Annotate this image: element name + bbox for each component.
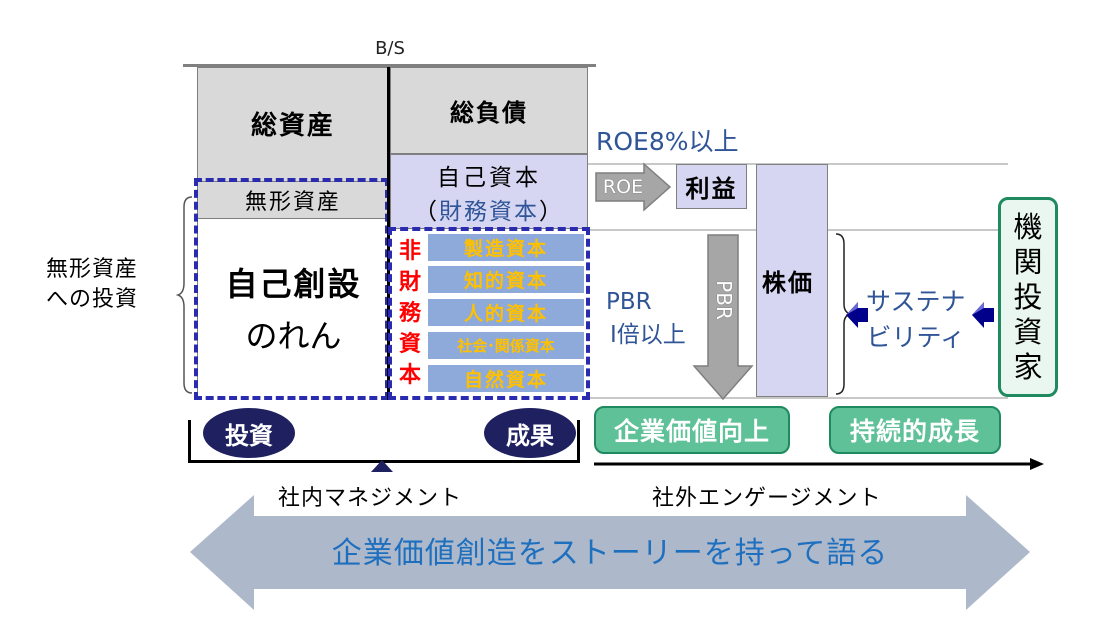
capital-manufactured: 製造資本 xyxy=(428,234,584,261)
capital-social-relationship: 社会･関係資本 xyxy=(428,332,584,359)
result-oval: 成果 xyxy=(484,408,576,458)
sustainability-line2: ビリティ xyxy=(866,323,966,352)
nf-char-1: 非 xyxy=(398,238,421,264)
investor-char-2: 関 xyxy=(1013,244,1043,279)
corporate-value-up-badge: 企業価値向上 xyxy=(594,406,790,454)
capital-human: 人的資本 xyxy=(428,299,584,326)
roe-target: ROE8%以上 xyxy=(596,127,739,156)
investor-char-5: 家 xyxy=(1013,349,1043,384)
non-financial-dashed-frame xyxy=(388,227,590,400)
intangible-investment-line2: への投資 xyxy=(46,287,139,312)
paren-close: ） xyxy=(539,198,564,225)
non-financial-label: 非 財 務 資 本 xyxy=(394,233,426,393)
investor-char-4: 資 xyxy=(1013,314,1043,349)
sustainability-arrow-left-icon xyxy=(846,302,868,328)
investor-char-3: 投 xyxy=(1013,279,1043,314)
intangible-dashed-frame xyxy=(194,178,389,400)
guide-line-lower xyxy=(588,397,1008,399)
capital-natural: 自然資本 xyxy=(428,365,584,392)
roe-arrow-label: ROE xyxy=(602,176,644,198)
total-liabilities-box: 総負債 xyxy=(390,67,588,154)
profit-label: 利益 xyxy=(685,175,738,203)
bs-title: B/S xyxy=(375,38,405,59)
pbr-target-line2: I倍以上 xyxy=(610,322,686,348)
story-banner-text: 企業価値創造をストーリーを持って語る xyxy=(331,536,889,571)
nf-char-5: 本 xyxy=(398,362,421,388)
total-liabilities-label: 総負債 xyxy=(450,99,528,127)
intangible-investment-line1: 無形資産 xyxy=(46,257,139,282)
profit-box: 利益 xyxy=(676,164,747,209)
nf-char-3: 務 xyxy=(398,300,421,326)
nf-char-4: 資 xyxy=(398,331,421,357)
financial-capital-label: 財務資本 xyxy=(439,198,539,225)
sustainability-line1: サステナ xyxy=(866,287,966,316)
engagement-arrow-icon xyxy=(594,458,1044,470)
nf-char-2: 財 xyxy=(398,269,421,295)
sustainability-label: サステナ ビリティ xyxy=(866,284,966,356)
self-created-goodwill-box: 自己創設 のれん xyxy=(197,219,389,397)
story-double-arrow xyxy=(190,495,1030,610)
pbr-arrow-label: PBR xyxy=(712,280,736,320)
capital-intellectual: 知的資本 xyxy=(428,266,584,293)
stock-price-box xyxy=(756,164,828,397)
goodwill-line2: のれん xyxy=(245,317,342,355)
bracket-pointer-icon xyxy=(371,460,393,472)
investment-oval: 投資 xyxy=(203,408,295,458)
pbr-arrow-icon xyxy=(692,234,754,401)
internal-management-label: 社内マネジメント xyxy=(278,486,463,511)
financial-capital-row: （財務資本） xyxy=(414,192,564,226)
bs-top-line xyxy=(183,64,596,67)
sustainable-growth-badge: 持続的成長 xyxy=(829,406,1001,454)
equity-label: 自己資本 xyxy=(437,164,541,191)
stock-price-label: 株価 xyxy=(762,269,814,297)
external-engagement-label: 社外エンゲージメント xyxy=(652,486,882,511)
pbr-target: PBR I倍以上 xyxy=(606,286,686,352)
intangible-assets-label: 無形資産 xyxy=(244,190,341,215)
intangible-investment-label: 無形資産 への投資 xyxy=(46,255,138,315)
investor-char-1: 機 xyxy=(1013,209,1043,244)
institutional-investors-box: 機 関 投 資 家 xyxy=(998,197,1058,397)
goodwill-line1: 自己創設 xyxy=(225,265,362,303)
roe-arrow-icon xyxy=(595,162,672,212)
total-assets-label: 総資産 xyxy=(250,110,335,141)
pbr-target-line1: PBR xyxy=(606,289,652,315)
internal-bracket xyxy=(188,420,580,463)
paren-open: （ xyxy=(414,198,439,225)
sustainability-arrow-right-icon xyxy=(972,302,994,328)
left-brace-icon xyxy=(176,196,193,394)
equity-box: 自己資本 （財務資本） xyxy=(390,154,588,229)
